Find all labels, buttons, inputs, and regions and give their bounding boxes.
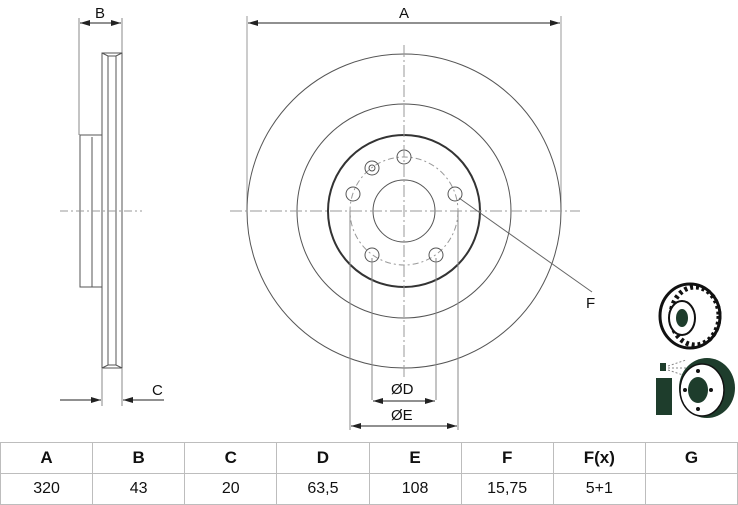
header-F: F (460, 442, 554, 474)
technical-drawing: B C A F ØD ØE (60, 5, 735, 430)
spec-table: A B C D E F F(x) G 320 43 20 63,5 108 15… (0, 442, 738, 505)
label-C: C (152, 382, 163, 399)
value-G (644, 473, 738, 505)
header-G: G (644, 442, 738, 474)
spec-value-row: 320 43 20 63,5 108 15,75 5+1 (0, 473, 738, 505)
vented-disc-icon (658, 282, 722, 350)
value-E: 108 (368, 473, 462, 505)
label-B: B (95, 5, 105, 22)
header-D: D (276, 442, 370, 474)
value-Fx: 5+1 (552, 473, 646, 505)
header-A: A (0, 442, 94, 474)
front-view (230, 16, 593, 430)
value-A: 320 (0, 473, 94, 505)
header-B: B (92, 442, 186, 474)
header-C: C (184, 442, 278, 474)
value-B: 43 (92, 473, 186, 505)
side-view (60, 18, 164, 406)
spec-header-row: A B C D E F F(x) G (0, 442, 738, 474)
value-D: 63,5 (276, 473, 370, 505)
label-D: ØD (391, 381, 414, 398)
value-C: 20 (184, 473, 278, 505)
coated-disc-spray-icon (656, 358, 735, 418)
value-F: 15,75 (460, 473, 554, 505)
label-F: F (586, 295, 595, 312)
label-E: ØE (391, 407, 413, 424)
label-A: A (399, 5, 409, 22)
header-E: E (368, 442, 462, 474)
header-Fx: F(x) (552, 442, 646, 474)
